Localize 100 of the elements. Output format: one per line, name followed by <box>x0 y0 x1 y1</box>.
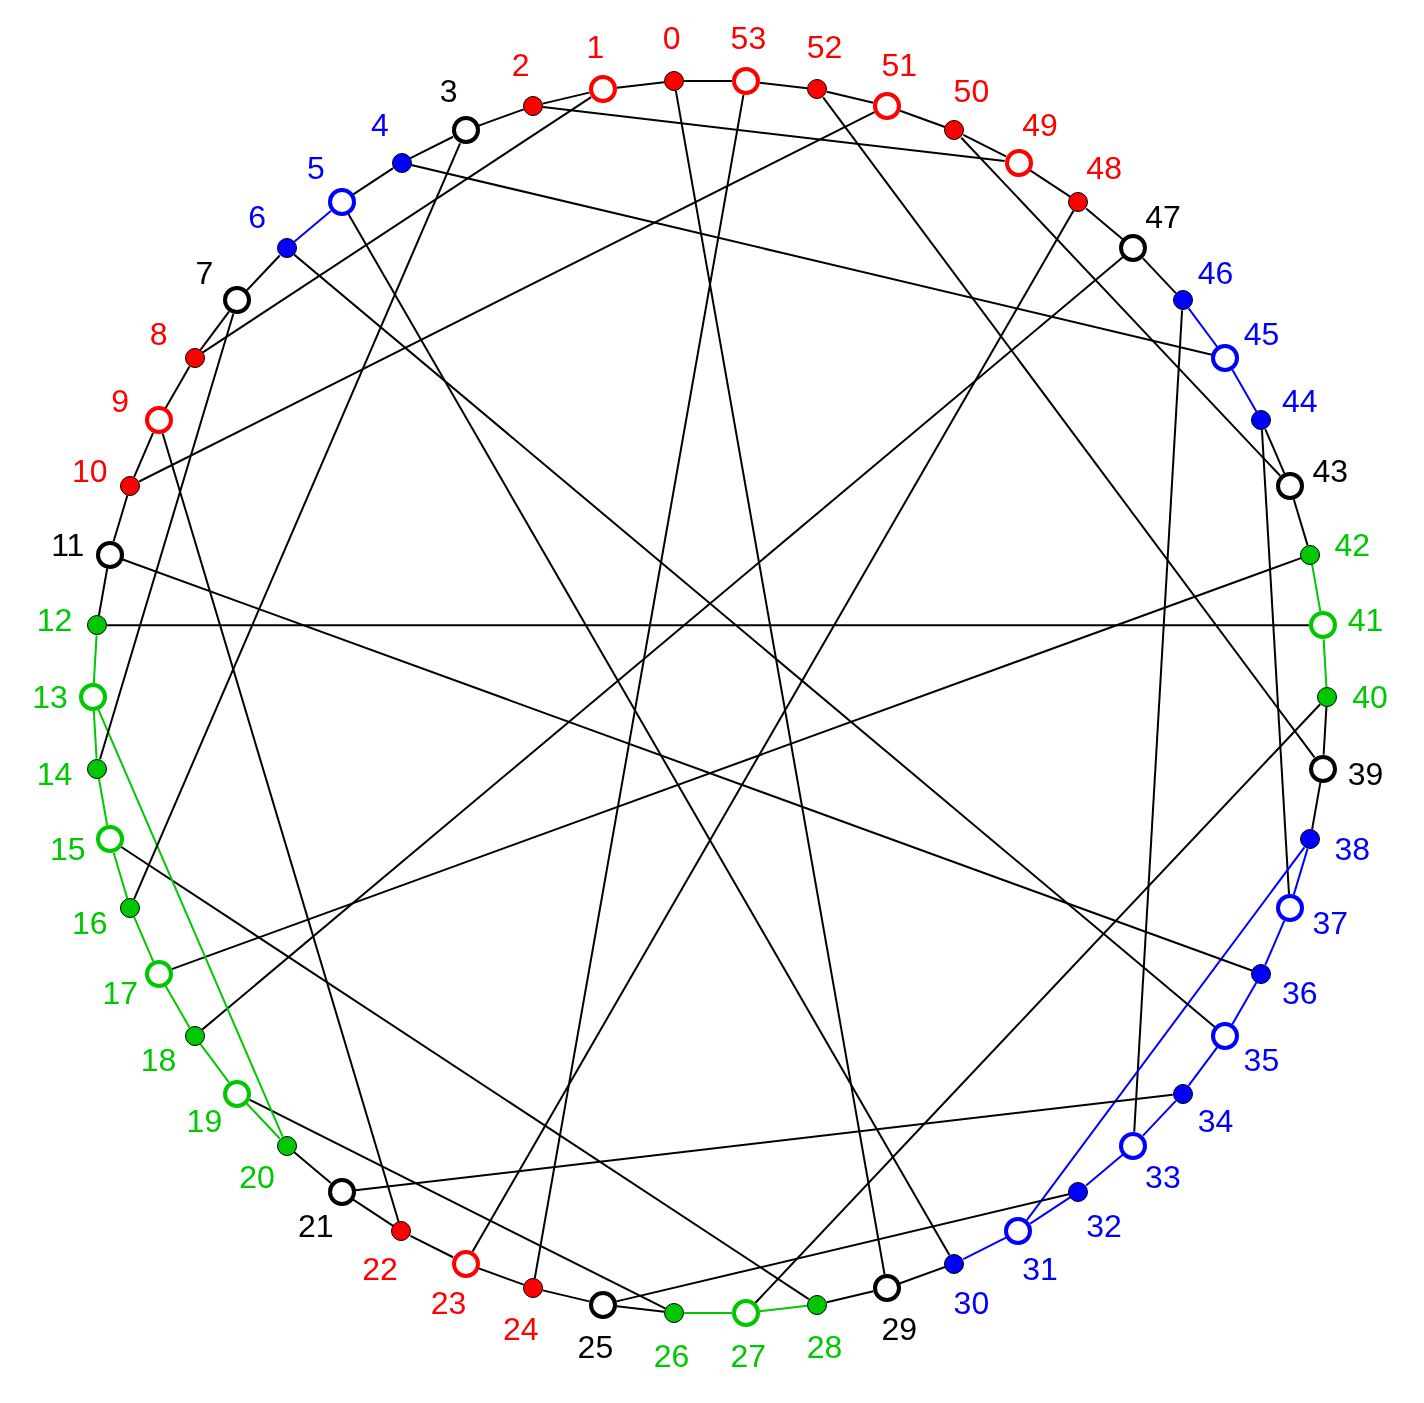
connector-line <box>112 494 129 543</box>
ring-node <box>223 1079 252 1108</box>
connector-line <box>112 851 129 900</box>
connector-line <box>1322 706 1328 756</box>
node-number-label: 40 <box>1352 681 1388 713</box>
ring-node <box>872 1274 901 1303</box>
ring-node <box>451 116 480 145</box>
ring-node <box>1308 611 1337 640</box>
ring-node <box>451 1249 480 1278</box>
node-number-label: 35 <box>1243 1043 1280 1076</box>
node-number-label: 14 <box>36 757 73 790</box>
ring-node <box>95 540 124 569</box>
ring-node <box>223 286 252 315</box>
node-number-label: 15 <box>50 833 86 866</box>
node-number-label: 17 <box>102 977 138 1010</box>
node-number-label: 22 <box>362 1252 398 1285</box>
connector-line <box>674 89 886 1276</box>
ring-node <box>1004 1217 1033 1246</box>
node-number-label: 24 <box>502 1313 539 1346</box>
connector-line <box>615 1193 1070 1303</box>
ring-node <box>1308 754 1337 783</box>
connector-line <box>1133 309 1184 1133</box>
node-number-label: 26 <box>653 1339 690 1372</box>
connector-line <box>899 109 946 129</box>
ring-node <box>1211 343 1240 372</box>
ring-node <box>588 1290 617 1319</box>
ring-node <box>144 406 173 435</box>
connector-line <box>92 634 98 684</box>
connector-line <box>542 106 1006 163</box>
node-number-label: 30 <box>953 1287 990 1319</box>
connector-line <box>1311 563 1322 613</box>
connector-line <box>533 93 745 1280</box>
connector-line <box>683 1311 733 1314</box>
node-number-label: 18 <box>140 1043 177 1076</box>
ring-node <box>144 959 173 988</box>
connector-line <box>758 81 809 90</box>
node-number-label: 23 <box>430 1287 467 1319</box>
node-number-label: 46 <box>1197 256 1234 289</box>
node-number-label: 3 <box>439 74 458 107</box>
node-number-label: 48 <box>1086 151 1122 184</box>
ring-node <box>327 188 356 217</box>
node-number-label: 39 <box>1347 757 1384 790</box>
ring-node <box>731 1298 760 1327</box>
connector-line <box>1292 498 1309 547</box>
node-number-label: 52 <box>806 31 843 63</box>
ring-node <box>79 683 107 711</box>
node-number-label: 8 <box>149 318 168 351</box>
node-number-label: 29 <box>881 1313 918 1346</box>
node-number-label: 4 <box>371 109 389 142</box>
connector-line <box>410 163 1213 356</box>
node-number-label: 13 <box>32 681 68 713</box>
connector-line <box>1260 429 1290 896</box>
node-number-label: 42 <box>1334 528 1370 561</box>
node-number-label: 51 <box>881 48 918 81</box>
node-number-label: 28 <box>806 1330 843 1363</box>
ring-node <box>1004 148 1033 177</box>
connector-line <box>1292 847 1309 896</box>
node-number-label: 16 <box>72 906 108 939</box>
node-number-label: 44 <box>1282 384 1318 417</box>
ring-node <box>872 91 901 120</box>
ring-node <box>1119 234 1148 263</box>
connector-line <box>97 567 109 617</box>
node-number-label: 9 <box>111 384 130 417</box>
node-number-label: 1 <box>586 31 605 63</box>
ring-node <box>588 75 617 104</box>
connector-line <box>354 1093 1174 1192</box>
node-number-label: 10 <box>72 455 108 488</box>
node-number-label: 11 <box>51 528 85 561</box>
node-number-label: 19 <box>186 1105 223 1138</box>
node-number-label: 31 <box>1022 1252 1058 1285</box>
connector-line <box>97 708 284 1138</box>
connector-line <box>899 1265 946 1285</box>
node-number-label: 53 <box>730 22 767 55</box>
node-number-label: 49 <box>1022 109 1058 142</box>
node-number-label: 32 <box>1086 1210 1122 1243</box>
node-number-label: 37 <box>1312 906 1348 939</box>
connector-line <box>161 432 400 1223</box>
ring-node <box>1275 471 1304 500</box>
connector-line <box>758 1304 809 1313</box>
connector-line <box>615 81 666 89</box>
node-number-label: 33 <box>1145 1161 1181 1194</box>
node-number-label: 0 <box>662 22 681 55</box>
connector-line <box>1311 781 1322 831</box>
ring-node <box>731 67 760 96</box>
ring-node <box>327 1177 356 1206</box>
connector-line <box>106 624 1310 627</box>
ring-node <box>95 825 124 854</box>
connector-line <box>683 80 733 83</box>
node-number-label: 25 <box>577 1330 614 1363</box>
node-number-label: 38 <box>1334 833 1370 866</box>
node-number-label: 43 <box>1312 455 1348 488</box>
connector-line <box>615 1305 666 1313</box>
node-number-label: 5 <box>307 151 325 184</box>
node-number-label: 34 <box>1197 1105 1234 1138</box>
node-number-label: 36 <box>1282 977 1318 1010</box>
connector-line <box>92 709 98 760</box>
node-number-label: 47 <box>1145 200 1181 233</box>
node-number-label: 6 <box>248 200 266 233</box>
connector-line <box>99 312 235 761</box>
ring-node <box>1119 1131 1148 1160</box>
